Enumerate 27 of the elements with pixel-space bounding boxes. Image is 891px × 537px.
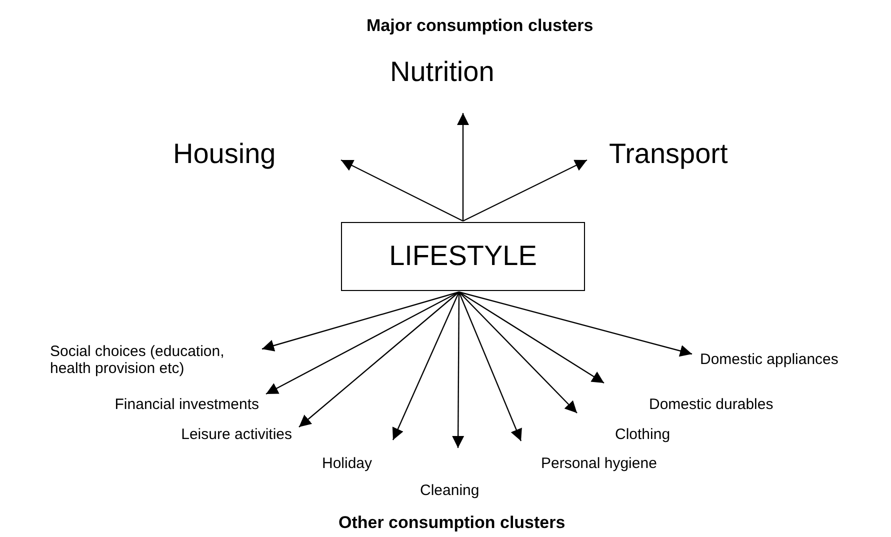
category-label: Leisure activities: [181, 426, 292, 444]
arrow: [266, 291, 460, 395]
category-label: Holiday: [322, 455, 372, 472]
arrow: [457, 113, 469, 221]
arrow: [392, 292, 460, 440]
arrow: [458, 292, 604, 384]
arrow: [458, 291, 692, 357]
arrow: [458, 292, 522, 442]
section-heading: Other consumption clusters: [338, 513, 566, 533]
arrow: [298, 292, 460, 428]
category-label: Clothing: [615, 426, 670, 444]
category-label: Personal hygiene: [541, 455, 657, 472]
category-label: Domestic appliances: [700, 351, 838, 368]
category-label: Transport: [609, 138, 728, 170]
category-label: Financial investments: [114, 396, 259, 414]
category-label: Nutrition: [390, 56, 494, 88]
lifestyle-box: LIFESTYLE: [341, 222, 585, 291]
arrow: [458, 292, 578, 414]
arrow: [452, 292, 464, 448]
arrow: [262, 291, 460, 352]
category-label: Social choices (education, health provision etc): [50, 343, 245, 378]
arrow: [462, 159, 588, 222]
arrow: [340, 159, 464, 222]
category-label: Cleaning: [420, 482, 480, 500]
category-label: Domestic durables: [649, 396, 774, 414]
category-label: Housing: [173, 138, 276, 170]
section-heading: Major consumption clusters: [366, 16, 594, 36]
